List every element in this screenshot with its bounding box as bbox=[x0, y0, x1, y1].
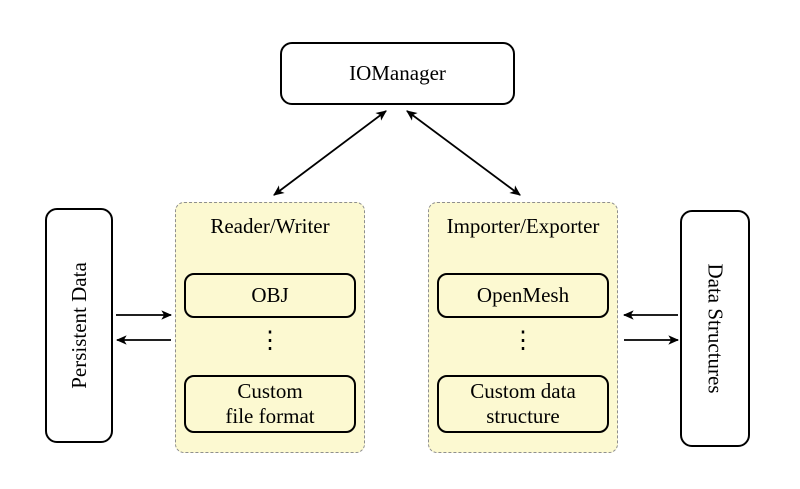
persistent-data-box: Persistent Data bbox=[45, 208, 113, 443]
obj-label: OBJ bbox=[251, 282, 289, 307]
iomanager-box: IOManager bbox=[280, 42, 515, 105]
data-structures-label: Data Structures bbox=[703, 263, 728, 394]
iomanager-label: IOManager bbox=[349, 61, 446, 85]
data-structures-box: Data Structures bbox=[680, 210, 750, 447]
reader-writer-ellipsis: ⋮ bbox=[258, 328, 282, 354]
importer-exporter-ellipsis: ⋮ bbox=[511, 328, 535, 354]
custom-file-format-box: Custom file format bbox=[184, 375, 356, 433]
custom-data-structure-box: Custom data structure bbox=[437, 375, 609, 433]
openmesh-box: OpenMesh bbox=[437, 273, 609, 318]
openmesh-label: OpenMesh bbox=[476, 282, 570, 307]
obj-box: OBJ bbox=[184, 273, 356, 318]
reader-writer-title: Reader/Writer bbox=[210, 214, 330, 238]
custom-file-format-label: Custom file format bbox=[225, 378, 315, 428]
arrow-iomanager-reader-writer bbox=[273, 110, 387, 196]
persistent-data-label: Persistent Data bbox=[66, 262, 91, 389]
arrow-iomanager-importer-exporter bbox=[406, 110, 521, 196]
reader-writer-panel: Reader/Writer OBJ ⋮ Custom file format bbox=[175, 202, 365, 453]
importer-exporter-title: Importer/Exporter bbox=[446, 214, 600, 238]
importer-exporter-panel: Importer/Exporter OpenMesh ⋮ Custom data… bbox=[428, 202, 618, 453]
custom-data-structure-label: Custom data structure bbox=[470, 378, 576, 428]
